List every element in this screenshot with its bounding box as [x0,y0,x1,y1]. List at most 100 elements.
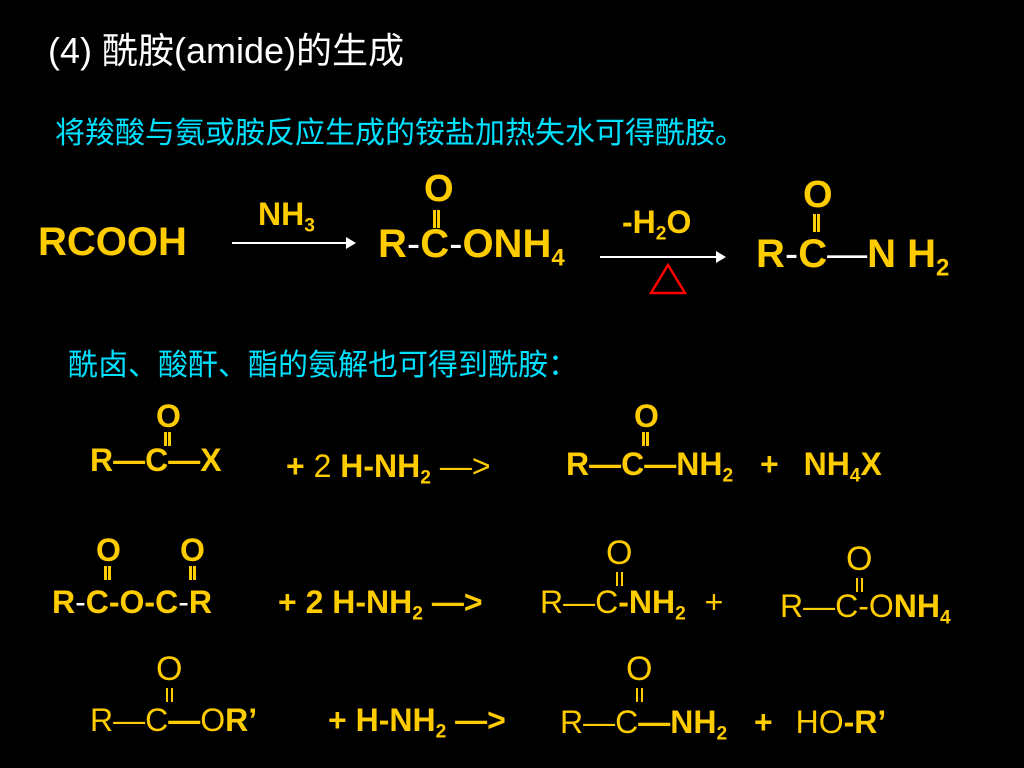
intermediate-sub: 4 [551,244,565,272]
amide-product-4: R—C—NH2 + HO-R’ [560,704,887,744]
reaction-arrow-1 [232,237,356,249]
amide-product-2-text: R—C—NH [566,446,723,482]
reagent-water-sub: 2 [655,223,667,245]
reagent-water-o: O [666,204,692,240]
product-c: C [798,232,828,276]
acyl-halide-double-bond [164,432,171,446]
intermediate-double-bond [433,210,440,228]
anhydride-dash-1: - [75,584,86,620]
product-r: R [756,232,785,276]
reaction-4-reagent: H-NH [355,702,436,738]
reagent-nh3-text: NH [258,196,305,232]
intermediate-r: R [378,222,407,266]
reaction-3-arrow: —> [431,584,483,620]
product-double-bond [813,214,820,232]
ammonium-halide: NH [803,446,850,482]
ammonium-salt-oxygen: O [846,540,873,578]
product-dash: - [784,232,799,276]
alcohol-thin: HO [795,704,844,740]
product-amide: R-C—N H2 [756,232,949,280]
intermediate-ammonium-salt: R-C-ONH4 [378,222,565,270]
amide-product-4-thin: R—C [560,704,639,740]
intermediate-oxygen: O [424,168,454,210]
ammonia-reagent-4: + H-NH2 —> [328,702,506,742]
ester-r: R’ [225,702,258,738]
anhydride: R-C-O-C-R [52,584,212,621]
amide-product-3: R—C-NH2 + [540,584,724,624]
amide-double-bond-3 [616,572,623,586]
reaction-4-arrow: —> [455,702,506,738]
reaction-2-reagent-sub: 2 [420,467,431,489]
amide-product-2-sub: 2 [722,465,734,487]
product-h: H [907,232,937,276]
amide-product-4-bold: —NH [638,704,717,740]
reaction-4-plus: + [328,702,347,738]
reaction-3-plus-2: + [704,584,724,620]
amide-double-bond-2 [642,432,649,446]
heat-triangle-icon [648,262,688,295]
reaction-2-plus-2: + [760,446,779,482]
amide-oxygen-3: O [606,534,633,572]
ester-thin: R—C [90,702,169,738]
product-n: N [867,232,896,276]
ammonium-carboxylate-sub: 4 [939,607,951,629]
anhydride-r1: R [52,584,76,620]
ammonium-carboxylate: R—C-ONH4 [780,588,951,628]
product-sub: 2 [936,254,950,282]
reaction-4-plus-2: + [754,704,773,740]
amide-oxygen-4: O [626,650,653,688]
amide-oxygen-2: O [634,398,659,434]
amide-product-4-sub: 2 [716,723,728,745]
anhydride-oxygen-2: O [180,532,205,568]
subtitle-aminolysis: 酰卤、酸酐、酯的氨解也可得到酰胺： [68,349,578,382]
anhydride-double-bond-2 [189,566,196,580]
reaction-3-reagent-sub: 2 [412,603,423,625]
amide-product-3-bold: -NH [618,584,676,620]
subtitle-carboxylic-acid: 将羧酸与氨或胺反应生成的铵盐加热失水可得酰胺。 [55,117,745,150]
reaction-4-reagent-sub: 2 [435,721,447,743]
ammonia-reagent-3: + 2 H-NH2 —> [278,584,483,624]
ammonium-halide-sub: 4 [849,465,861,487]
amide-product-3-thin: R—C [540,584,619,620]
anhydride-dash-2: - [178,584,189,620]
reaction-3-reagent: 2 H-NH [305,584,413,620]
reaction-2-reagent: H-NH [340,448,421,484]
ester-o: O [200,702,226,738]
reaction-2-coef: 2 [313,448,332,484]
intermediate-dash-1: - [406,222,421,266]
anhydride-core: C-O-C [85,584,179,620]
intermediate-dash-2: - [449,222,463,266]
product-oxygen: O [803,174,833,216]
reagent-minus-water: -H2O [622,204,692,244]
anhydride-oxygen-1: O [96,532,121,568]
ammonia-reagent-2: + 2 H-NH2 —> [286,448,491,488]
ester: R—C—OR’ [90,702,257,739]
reaction-arrow-2 [600,251,726,263]
product-bond: — [827,232,868,276]
anhydride-r2: R [188,584,212,620]
reagent-nh3: NH3 [258,196,315,236]
reagent-water-h: -H [622,204,656,240]
intermediate-onh: ONH [462,222,552,266]
amide-product-3-sub: 2 [675,603,686,625]
reactant-rcooh: RCOOH [38,220,187,264]
anhydride-double-bond-1 [104,566,111,580]
alcohol-bold: -R’ [843,704,887,740]
reaction-3-plus: + [278,584,297,620]
ammonium-halide-x: X [860,446,882,482]
acyl-halide: R—C—X [90,442,222,478]
reagent-nh3-sub: 3 [304,215,315,237]
ammonium-salt-double-bond [856,578,863,592]
ester-oxygen: O [156,650,183,688]
ester-double-bond [166,688,173,702]
page-title: (4) 酰胺(amide)的生成 [48,30,405,71]
reaction-2-arrow: —> [439,448,491,484]
acyl-halide-oxygen: O [156,398,181,434]
amide-product-2: R—C—NH2 + NH4X [566,446,882,486]
ammonium-carboxylate-thin: R—C-O [780,588,894,624]
intermediate-c: C [420,222,450,266]
ester-bond: — [168,702,201,738]
amide-double-bond-4 [636,688,643,702]
ammonium-carboxylate-bold: NH [893,588,940,624]
reaction-2-plus: + [286,448,305,484]
